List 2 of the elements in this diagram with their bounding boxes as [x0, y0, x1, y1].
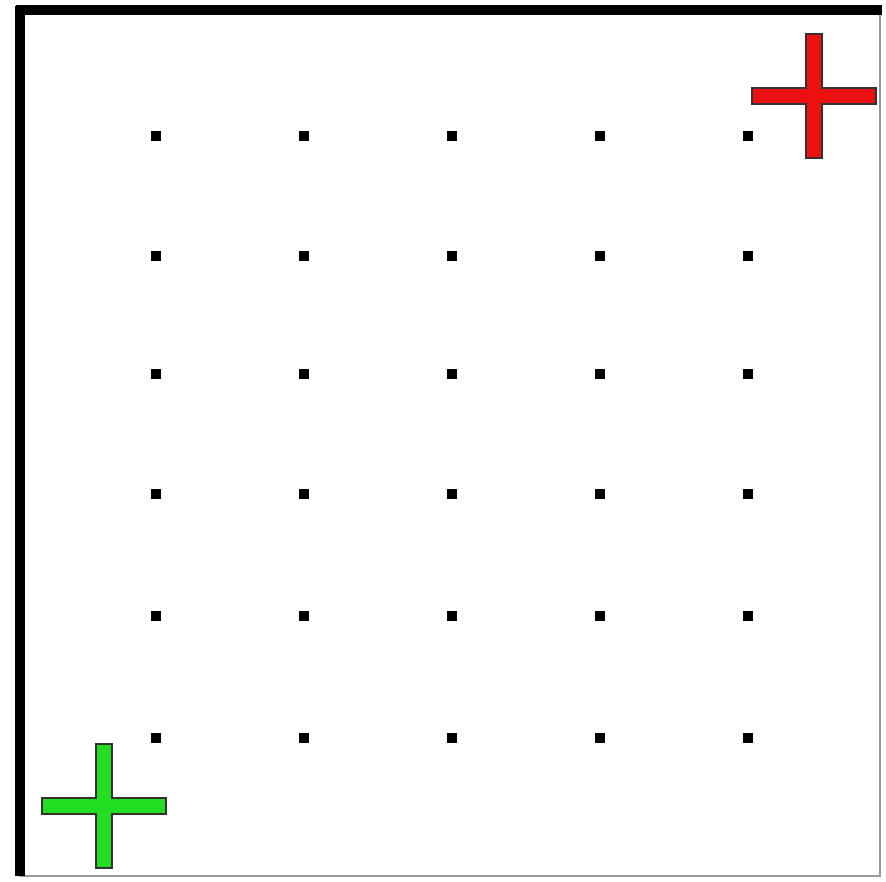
- plus-icon: [41, 743, 167, 869]
- plus-icon: [751, 33, 877, 159]
